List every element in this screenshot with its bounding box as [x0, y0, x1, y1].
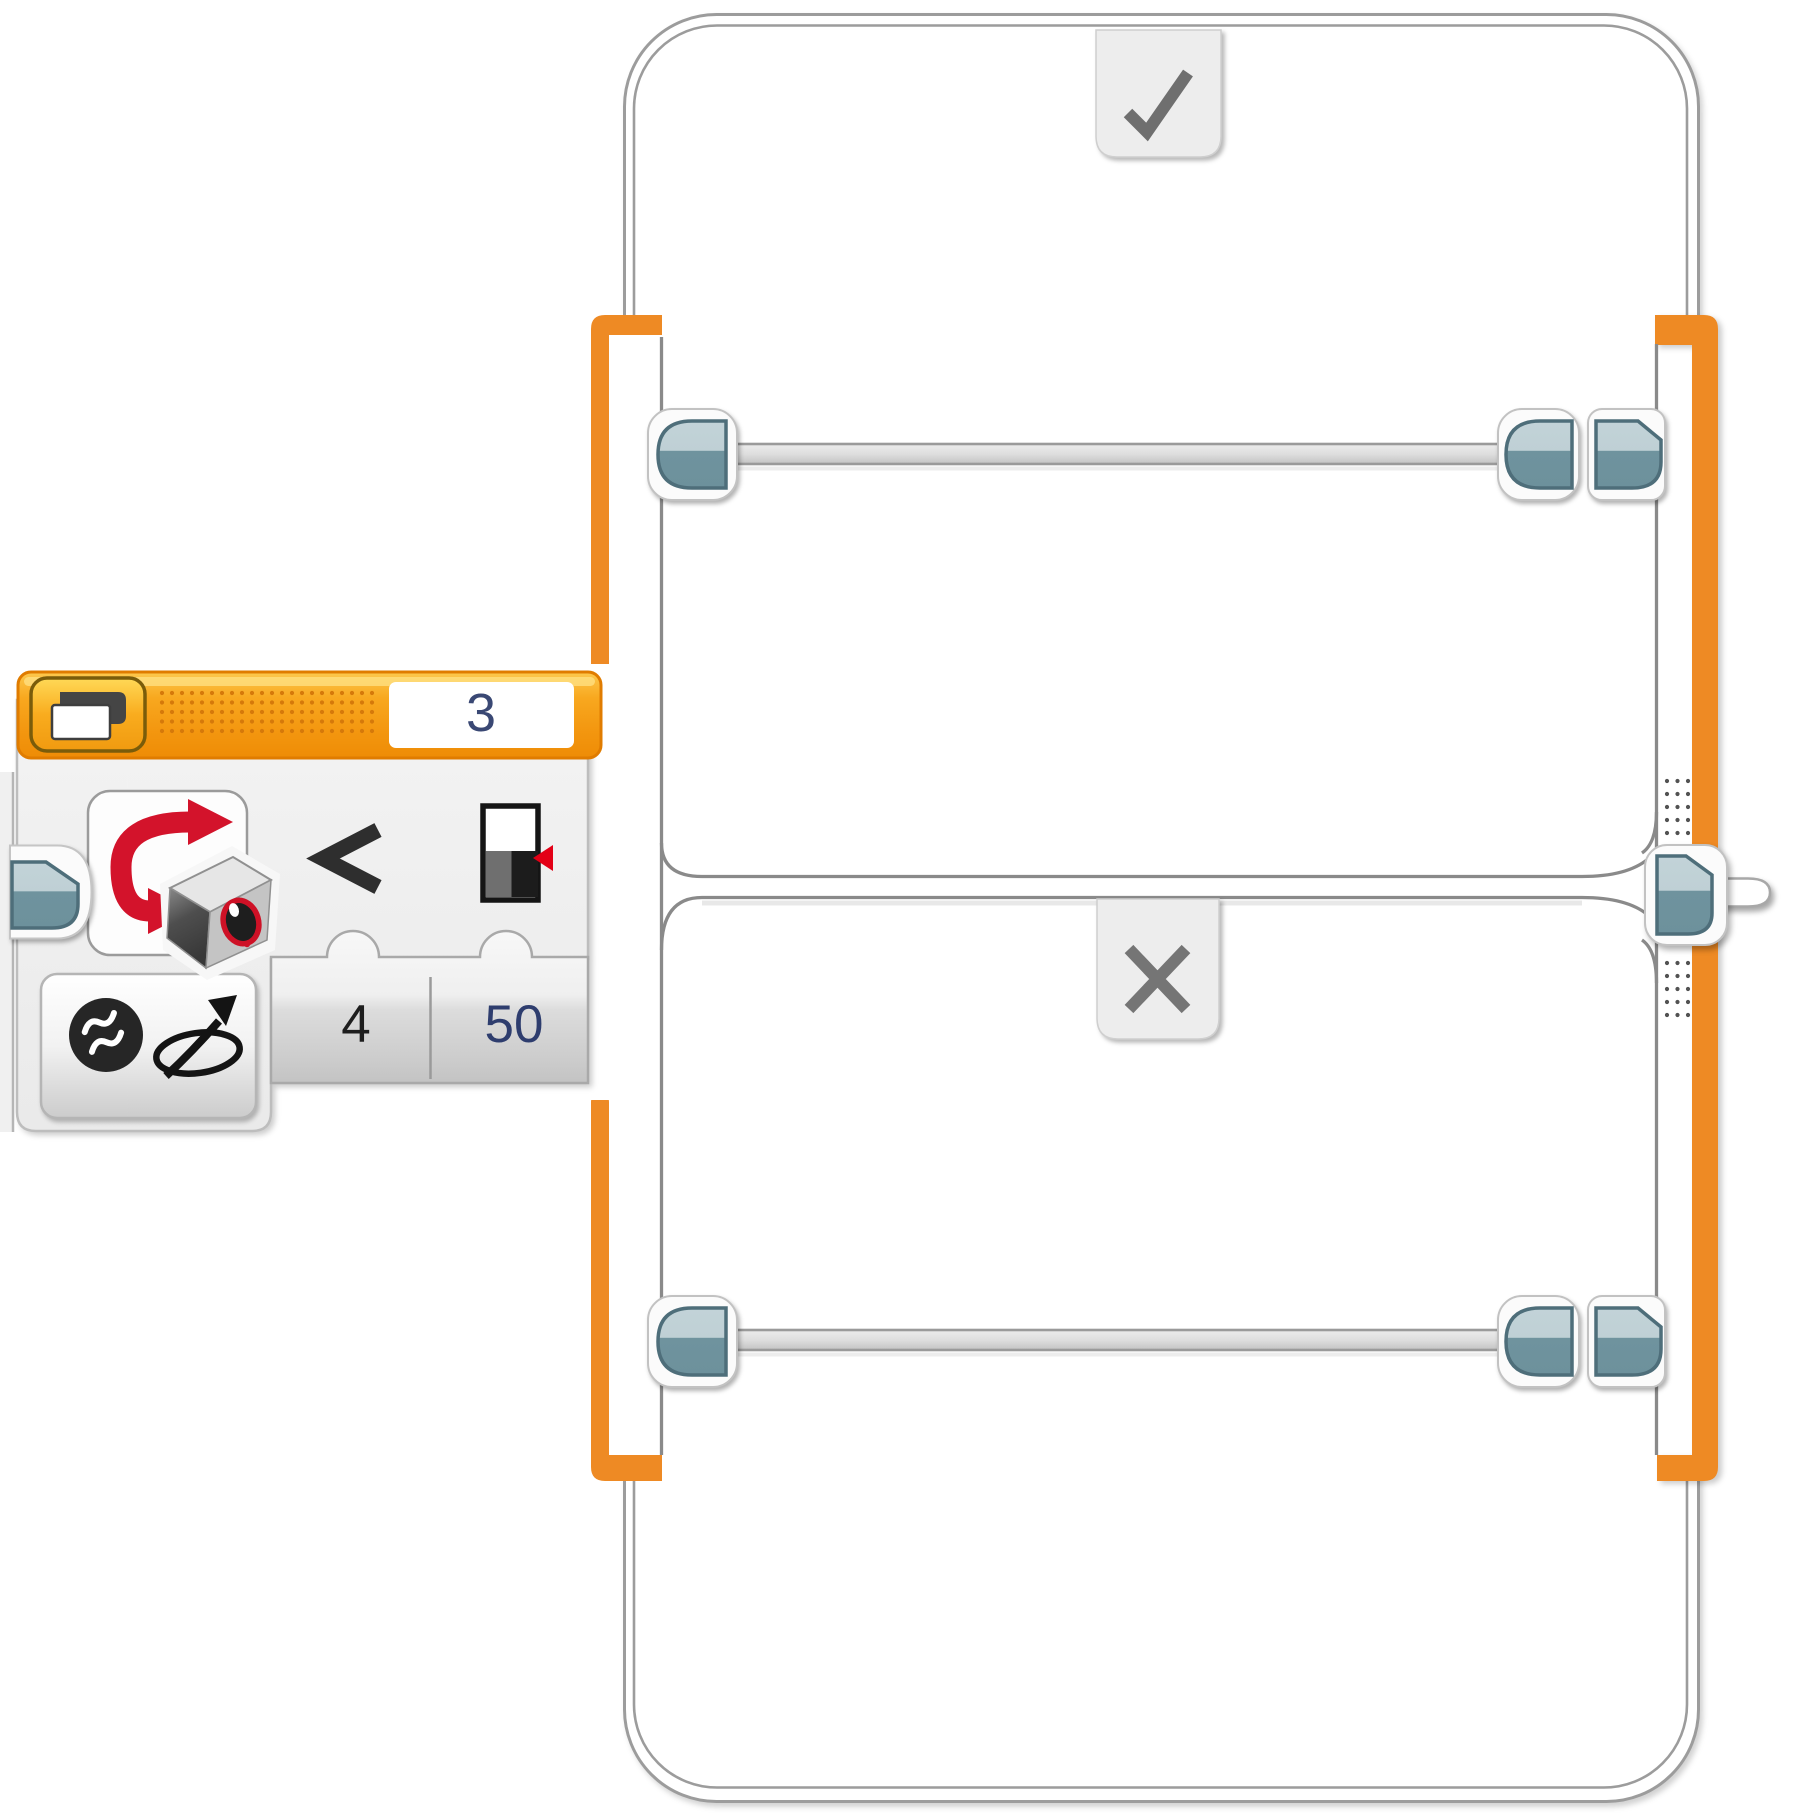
- svg-text:3: 3: [466, 683, 496, 743]
- svg-text:50: 50: [485, 995, 544, 1054]
- svg-text:4: 4: [341, 995, 370, 1054]
